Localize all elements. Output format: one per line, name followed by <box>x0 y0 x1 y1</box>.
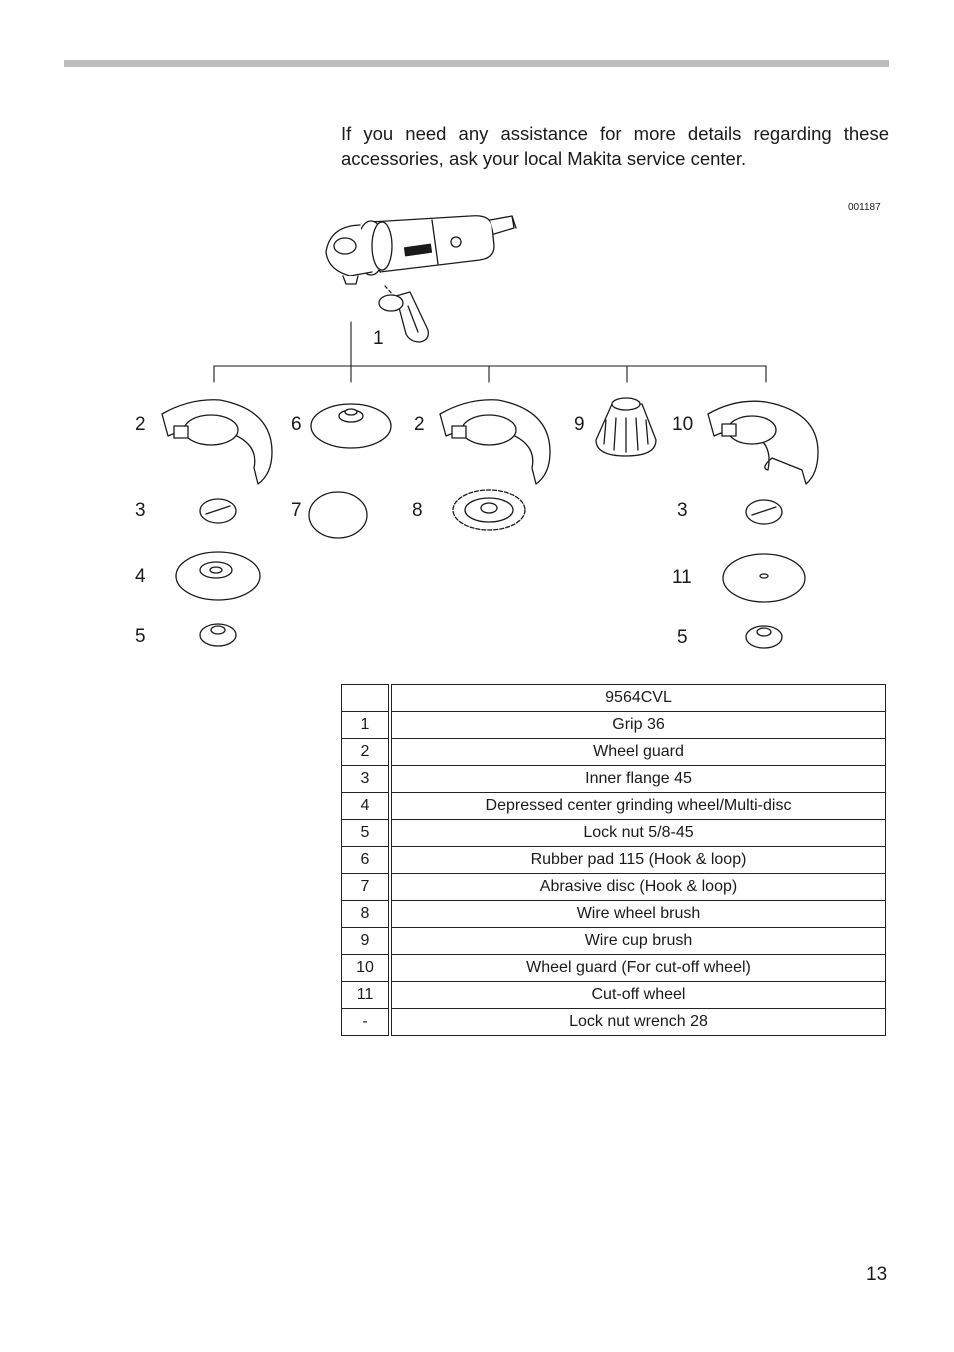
table-cell-num: 3 <box>341 765 392 793</box>
table-cell-item: Wire wheel brush <box>389 900 886 928</box>
callout-9: 9 <box>574 414 585 435</box>
wheel-guard-icon <box>439 399 551 485</box>
table-cell-num <box>341 684 392 712</box>
table-cell-item: Wheel guard (For cut-off wheel) <box>389 954 886 982</box>
side-grip-icon <box>378 285 429 343</box>
callout-4: 4 <box>135 566 146 587</box>
table-row: -Lock nut wrench 28 <box>341 1008 886 1036</box>
table-cell-num: 5 <box>341 819 392 847</box>
table-cell-item: Lock nut wrench 28 <box>389 1008 886 1036</box>
table-cell-item: Lock nut 5/8-45 <box>389 819 886 847</box>
callout-5b: 5 <box>677 627 688 648</box>
table-cell-num: 4 <box>341 792 392 820</box>
callout-8: 8 <box>412 500 423 521</box>
wire-wheel-brush-icon <box>452 489 526 531</box>
accessories-illustration <box>161 215 819 649</box>
inner-flange-icon <box>745 499 783 525</box>
table-cell-num: 9 <box>341 927 392 955</box>
table-cell-num: 11 <box>341 981 392 1009</box>
table-cell-item: Inner flange 45 <box>389 765 886 793</box>
table-cell-num: 1 <box>341 711 392 739</box>
callout-3b: 3 <box>677 500 688 521</box>
table-cell-num: 8 <box>341 900 392 928</box>
table-cell-item: Abrasive disc (Hook & loop) <box>389 873 886 901</box>
grinding-wheel-icon <box>175 551 261 601</box>
bracket-lines <box>213 321 767 383</box>
table-cell-item: Depressed center grinding wheel/Multi-di… <box>389 792 886 820</box>
callout-6: 6 <box>291 414 302 435</box>
angle-grinder-icon <box>325 215 517 285</box>
cutoff-wheel-guard-icon <box>707 400 819 485</box>
lock-nut-icon <box>199 623 237 647</box>
wire-cup-brush-icon <box>595 397 657 457</box>
table-header-model: 9564CVL <box>389 684 886 712</box>
table-cell-num: 10 <box>341 954 392 982</box>
table-cell-item: Grip 36 <box>389 711 886 739</box>
header-rule <box>64 60 889 67</box>
table-cell-num: - <box>341 1008 392 1036</box>
table-cell-item: Rubber pad 115 (Hook & loop) <box>389 846 886 874</box>
callout-7: 7 <box>291 500 302 521</box>
inner-flange-icon <box>199 498 237 524</box>
table-cell-num: 6 <box>341 846 392 874</box>
callout-1: 1 <box>373 328 384 349</box>
lock-nut-icon <box>745 625 783 649</box>
table-cell-item: Cut-off wheel <box>389 981 886 1009</box>
callout-11: 11 <box>672 567 692 588</box>
callout-5: 5 <box>135 626 146 647</box>
table-cell-num: 2 <box>341 738 392 766</box>
callout-10: 10 <box>672 414 694 435</box>
page-number: 13 <box>866 1264 888 1285</box>
wheel-guard-icon <box>161 399 273 485</box>
table-cell-num: 7 <box>341 873 392 901</box>
rubber-pad-icon <box>310 403 392 449</box>
table-header-row: 9564CVL <box>341 684 886 712</box>
cutoff-wheel-icon <box>722 553 806 603</box>
abrasive-disc-icon <box>308 491 368 539</box>
figure-code: 001187 <box>848 202 881 213</box>
callout-2: 2 <box>135 414 146 435</box>
callout-2b: 2 <box>414 414 425 435</box>
table-cell-item: Wire cup brush <box>389 927 886 955</box>
intro-paragraph: If you need any assistance for more deta… <box>341 123 889 169</box>
callout-3: 3 <box>135 500 146 521</box>
table-cell-item: Wheel guard <box>389 738 886 766</box>
